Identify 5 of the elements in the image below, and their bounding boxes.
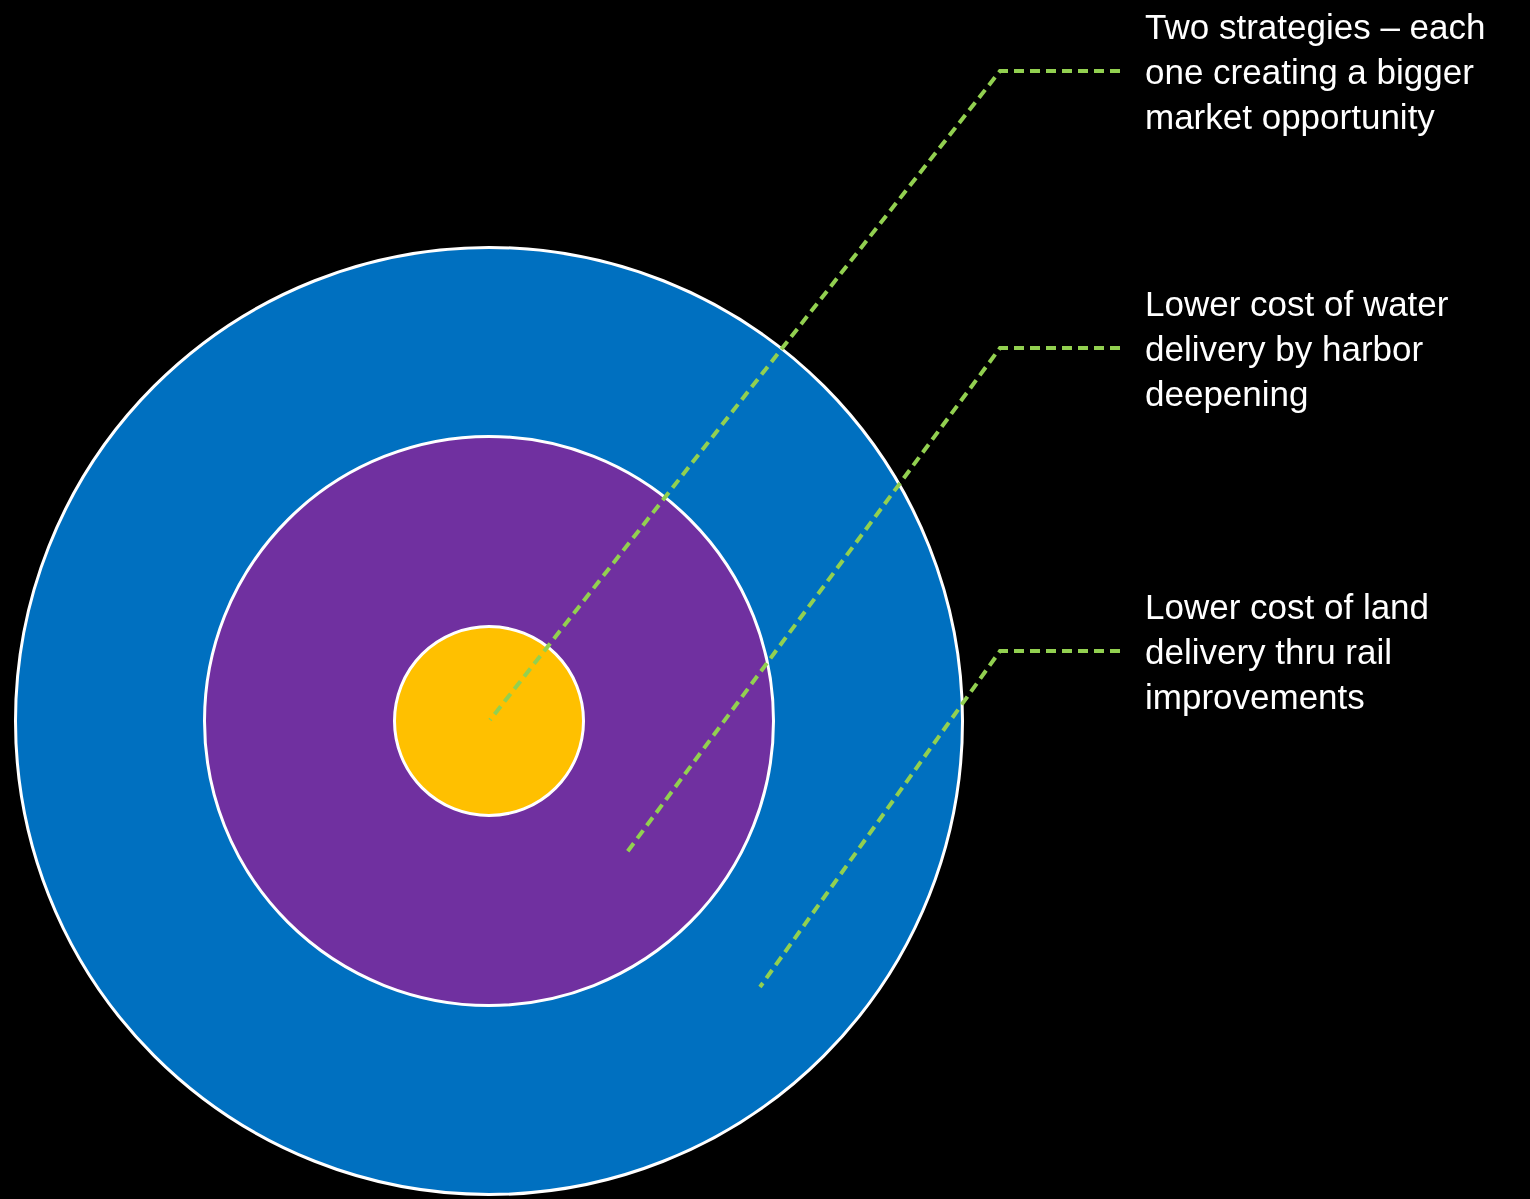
callout-text: Two strategies – each one creating a bigger market opportunity [1145, 4, 1530, 139]
leader-line [758, 649, 1120, 989]
leader-line [488, 69, 1120, 722]
callout-text: Lower cost of land delivery thru rail improvements [1145, 584, 1530, 719]
callout-text: Lower cost of water delivery by harbor deepening [1145, 281, 1530, 416]
